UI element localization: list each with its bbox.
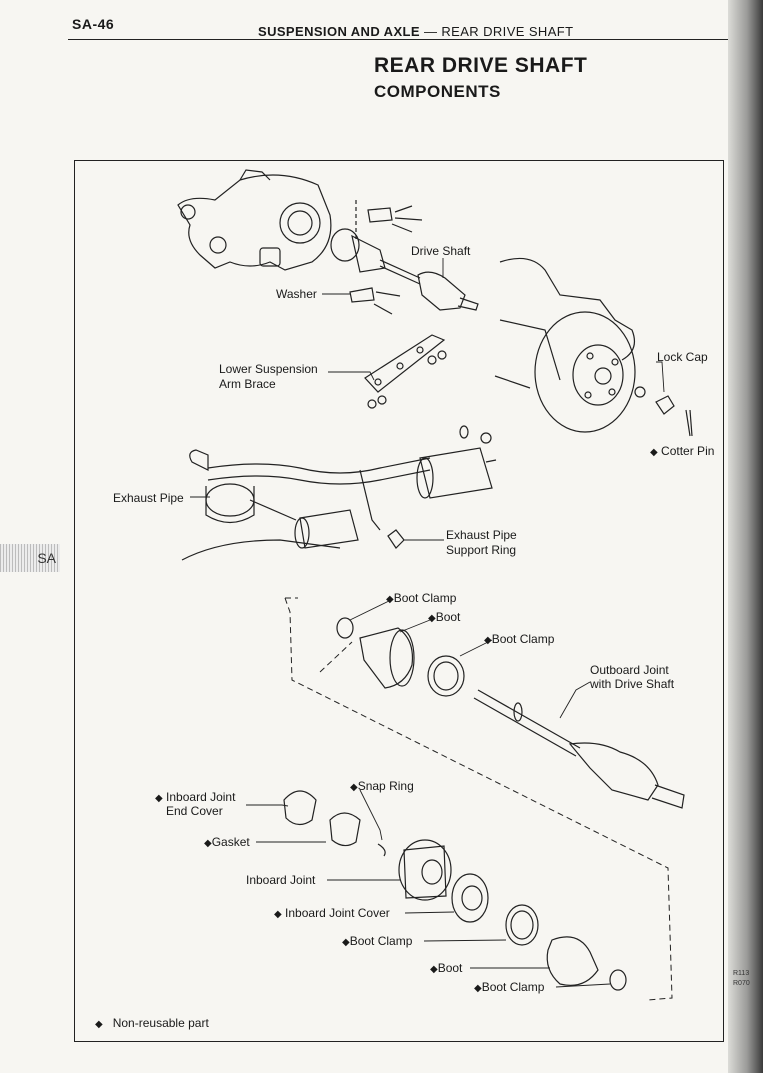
snap-ring-text: Snap Ring [357,779,414,793]
non-reusable-marker: ◆ [350,782,358,793]
header-rule [68,39,728,40]
exploded-assembly-outline [284,597,673,1001]
label-gasket: ◆Gasket [204,835,250,851]
legend-text: Non-reusable part [112,1016,209,1030]
outboard-boot-parts [336,617,465,697]
label-boot-top: ◆Boot [428,610,460,626]
non-reusable-marker: ◆ [95,1019,103,1030]
cotter-pin-text: Cotter Pin [661,444,715,458]
drive-shaft-upper [330,200,479,311]
non-reusable-marker: ◆ [386,594,394,605]
label-boot-clamp-lower: ◆Boot Clamp [342,934,412,950]
figure-code-2: R070 [733,980,750,987]
non-reusable-marker: ◆ [430,964,438,975]
rear-hub-and-disc [494,257,636,433]
label-boot-clamp-mid: ◆Boot Clamp [484,632,554,648]
label-boot-clamp-bottom: ◆Boot Clamp [474,980,544,996]
page-number: SA-46 [72,16,115,32]
section-name: SUSPENSION AND AXLE [258,24,420,39]
label-inboard-joint-end-cover-line2: End Cover [166,804,223,818]
non-reusable-marker: ◆ [650,447,658,458]
non-reusable-marker: ◆ [474,983,482,994]
differential-carrier [177,169,332,271]
label-boot-clamp-top: ◆Boot Clamp [386,591,456,607]
label-outboard-joint-line2: with Drive Shaft [590,677,675,691]
boot-lower-text: Boot [437,961,463,975]
upper-bolts [349,205,423,315]
label-exhaust-pipe: Exhaust Pipe [113,491,184,505]
header-separator: — [423,24,438,39]
topic-name: REAR DRIVE SHAFT [441,24,574,39]
non-reusable-marker: ◆ [274,909,282,920]
page-subtitle: COMPONENTS [374,82,501,101]
diagram-frame [74,160,724,1042]
label-outboard-joint-line1: Outboard Joint [590,663,669,677]
figure-code-1: R113 [733,970,750,977]
label-lower-suspension-arm-brace-line2: Arm Brace [219,377,276,391]
non-reusable-marker: ◆ [204,838,212,849]
exhaust-system [181,425,497,561]
label-exhaust-pipe-support-ring-line2: Support Ring [446,543,517,557]
non-reusable-marker: ◆ [342,937,350,948]
leader-lines [190,258,665,988]
non-reusable-marker: ◆ [484,635,492,646]
label-snap-ring: ◆Snap Ring [350,779,414,795]
boot-clamp-bottom-text: Boot Clamp [481,980,545,994]
gasket-text: Gasket [211,835,250,849]
boot-top-text: Boot [435,610,461,624]
boot-clamp-lower-text: Boot Clamp [349,934,413,948]
label-washer: Washer [276,287,317,301]
non-reusable-marker: ◆ [428,613,436,624]
legend-non-reusable: ◆ Non-reusable part [95,1016,209,1032]
label-lock-cap: Lock Cap [657,350,708,364]
lower-suspension-arm-brace [364,334,447,409]
section-tab: SA [0,544,60,572]
inboard-joint-cover-text: Inboard Joint Cover [285,906,390,920]
book-binding-shadow [728,0,763,1073]
boot-clamp-top-text: Boot Clamp [393,591,457,605]
label-exhaust-pipe-support-ring-line1: Exhaust Pipe [446,528,517,542]
label-boot-lower: ◆Boot [430,961,462,977]
page-title: REAR DRIVE SHAFT [374,54,588,77]
label-drive-shaft: Drive Shaft [411,244,471,258]
inboard-joint-end-cover-text: Inboard Joint [166,790,236,804]
lock-cap-and-nut [634,386,693,437]
label-inboard-joint-cover: ◆ Inboard Joint Cover [274,906,390,922]
label-lower-suspension-arm-brace-line1: Lower Suspension [219,362,318,376]
label-inboard-joint: Inboard Joint [246,873,316,887]
running-header: SUSPENSION AND AXLE — REAR DRIVE SHAFT [258,24,573,39]
non-reusable-marker: ◆ [155,793,163,804]
boot-clamp-mid-text: Boot Clamp [491,632,555,646]
label-cotter-pin: ◆ Cotter Pin [650,444,714,460]
outboard-joint-drive-shaft [473,689,685,809]
label-inboard-joint-end-cover-line1: ◆ Inboard Joint [155,790,235,806]
inboard-joint-parts [283,790,627,991]
